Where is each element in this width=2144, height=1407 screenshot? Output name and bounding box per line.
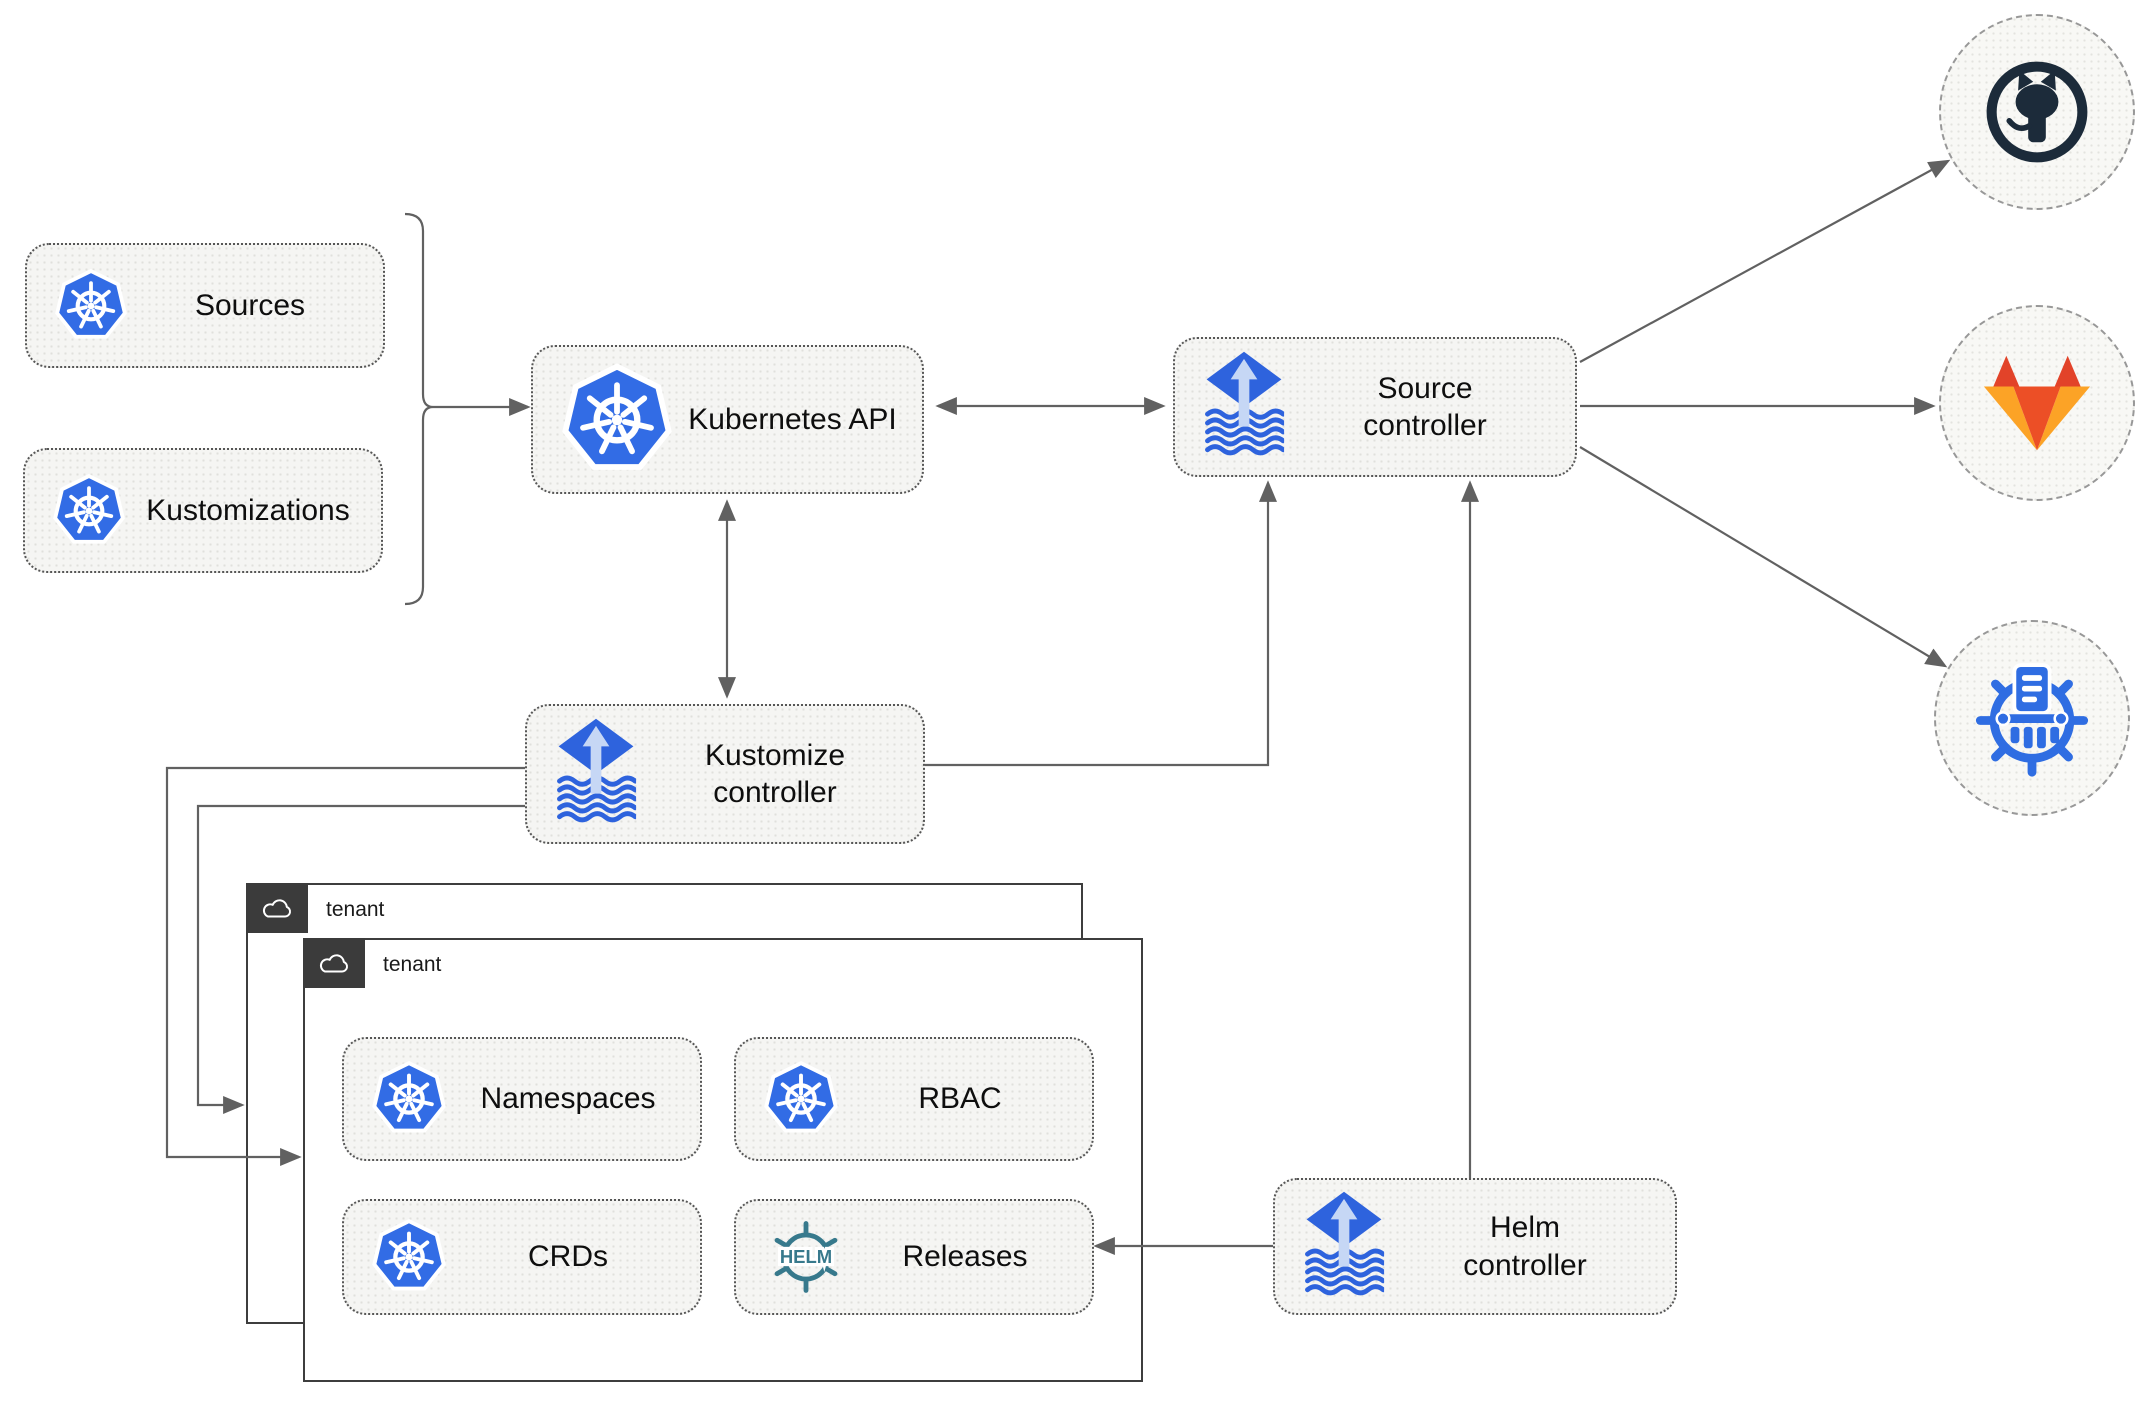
node-releases: HELM Releases xyxy=(734,1199,1094,1315)
flux-icon xyxy=(1201,350,1287,464)
node-releases-label: Releases xyxy=(902,1240,1028,1274)
cloud-icon xyxy=(315,950,353,977)
node-sources: Sources xyxy=(25,243,385,368)
node-helm-controller-label: Helm controller xyxy=(1463,1211,1587,1282)
node-kustomize-controller-label: Kustomize controller xyxy=(704,738,846,810)
node-namespaces-label: Namespaces xyxy=(480,1082,656,1116)
edge-source-controller-to-github xyxy=(1579,159,1951,363)
flux-icon xyxy=(553,717,639,831)
node-sources-label: Sources xyxy=(194,288,306,322)
inner-tenant-label: tenant xyxy=(383,953,442,976)
node-namespaces: Namespaces xyxy=(342,1037,702,1161)
kubernetes-icon xyxy=(370,1216,448,1298)
helm-icon: HELM xyxy=(762,1213,850,1301)
node-kustomize-controller: Kustomize controller xyxy=(525,704,925,844)
external-chart-repository xyxy=(1934,620,2130,816)
kubernetes-icon xyxy=(51,471,127,551)
chartmuseum-icon xyxy=(1969,655,2095,781)
bracket-sources-kustomizations xyxy=(404,212,434,606)
inner-tenant-tab xyxy=(303,938,365,988)
node-kustomizations: Kustomizations xyxy=(23,448,383,573)
node-helm-controller: Helm controller xyxy=(1273,1178,1677,1315)
kubernetes-icon xyxy=(370,1058,448,1140)
kubernetes-icon xyxy=(559,360,675,480)
node-source-controller-label: Source controller xyxy=(1363,371,1487,443)
edge-kustomize-controller-to-source-controller xyxy=(925,480,1277,767)
external-github xyxy=(1939,14,2135,210)
gitlab-icon xyxy=(1978,353,2096,453)
inner-tenant-group: tenant Namespaces RBAC CRDs HELM Release… xyxy=(303,938,1143,1382)
github-icon xyxy=(1974,49,2100,175)
node-rbac: RBAC xyxy=(734,1037,1094,1161)
external-gitlab xyxy=(1939,305,2135,501)
node-crds: CRDs xyxy=(342,1199,702,1315)
node-kubernetes-api-label: Kubernetes API xyxy=(688,402,897,436)
outer-tenant-label: tenant xyxy=(326,898,385,921)
outer-tenant-tab xyxy=(246,883,308,933)
node-kustomizations-label: Kustomizations xyxy=(146,493,350,527)
node-crds-label: CRDs xyxy=(528,1240,608,1274)
node-kubernetes-api: Kubernetes API xyxy=(531,345,924,494)
kubernetes-icon xyxy=(53,266,129,346)
cloud-icon xyxy=(258,895,296,922)
node-source-controller: Source controller xyxy=(1173,337,1577,477)
flux-icon xyxy=(1301,1190,1387,1304)
node-rbac-label: RBAC xyxy=(918,1082,1002,1116)
kubernetes-icon xyxy=(762,1058,840,1140)
edge-source-controller-to-chart-repository xyxy=(1579,446,1948,668)
helm-wordmark: HELM xyxy=(780,1246,832,1267)
